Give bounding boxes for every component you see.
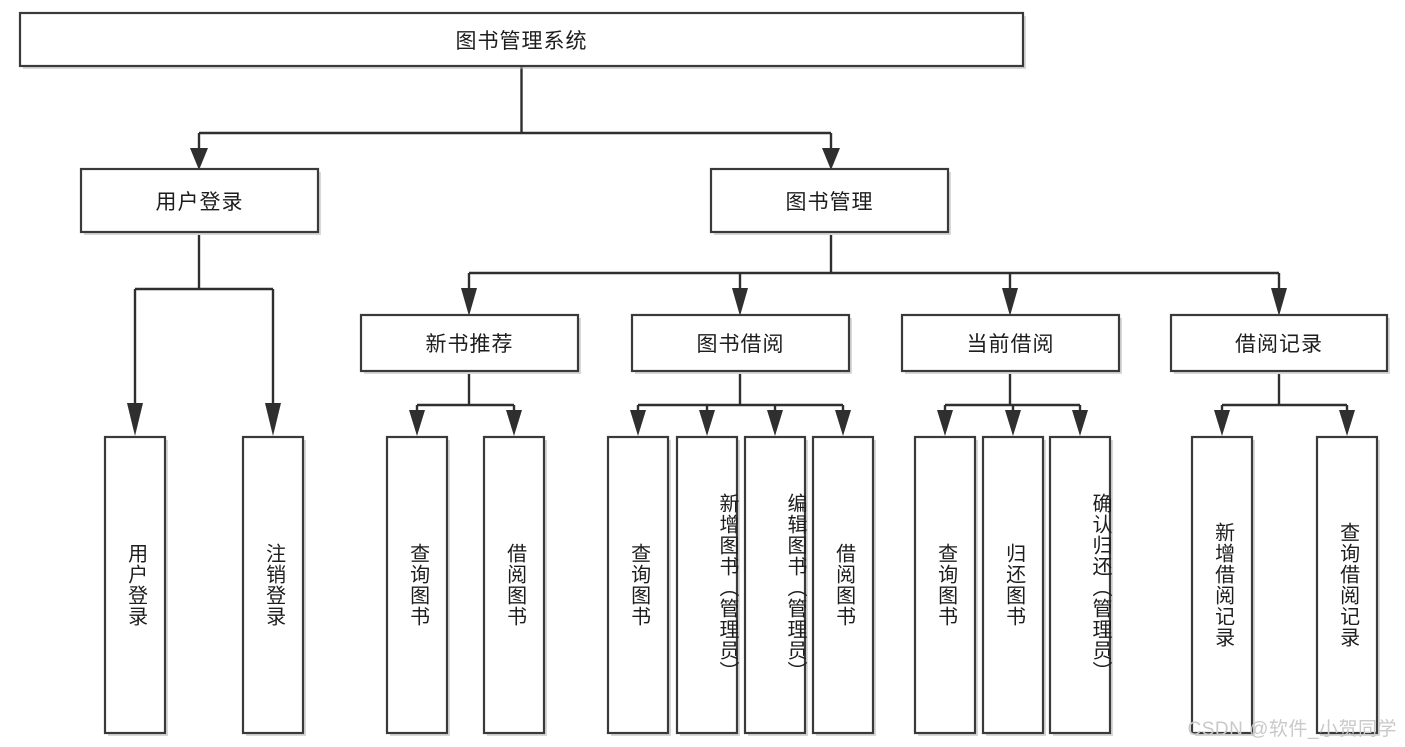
leaf-user-login-1-box[interactable]	[103, 435, 167, 735]
node-borrow-record-box[interactable]	[1169, 313, 1389, 373]
leaf-new-book-2-box[interactable]	[482, 435, 546, 735]
arrowhead-bookborrow-leaf-2	[699, 410, 715, 436]
arrowhead-currentborrow-leaf-1	[937, 410, 953, 436]
connector-layer	[127, 67, 1355, 436]
arrowhead-borrowrecord-leaf-1	[1214, 410, 1230, 436]
leaf-current-borrow-2-box[interactable]	[981, 435, 1045, 735]
leaf-borrow-record-1-box[interactable]	[1190, 435, 1254, 735]
leaf-borrow-record-2-box[interactable]	[1315, 435, 1379, 735]
arrowhead-leaf-logout	[265, 403, 281, 436]
node-current-borrow-box[interactable]	[900, 313, 1121, 373]
arrowhead-borrowrecord	[1271, 288, 1287, 316]
leaf-book-borrow-1-box[interactable]	[606, 435, 670, 735]
node-book-borrow-box[interactable]	[630, 313, 851, 373]
watermark-text: CSDN @软件_小贺同学	[1187, 719, 1397, 740]
leaf-book-borrow-4-box[interactable]	[811, 435, 875, 735]
arrowhead-bookmgmt	[822, 148, 840, 170]
leaf-book-borrow-3-box[interactable]	[743, 435, 807, 735]
arrowhead-newbook	[461, 288, 477, 316]
leaf-user-login-2-box[interactable]	[241, 435, 305, 735]
node-book-management-box[interactable]	[709, 167, 950, 234]
node-layer	[18, 11, 1390, 736]
leaf-current-borrow-1-box[interactable]	[913, 435, 977, 735]
arrowhead-leaf-user-login	[127, 403, 143, 436]
arrowhead-newbook-leaf-1	[409, 410, 425, 436]
node-user-login-box[interactable]	[79, 167, 320, 234]
leaf-book-borrow-2-box[interactable]	[675, 435, 739, 735]
arrowhead-currentborrow-leaf-3	[1072, 410, 1088, 436]
leaf-new-book-1-box[interactable]	[385, 435, 449, 735]
arrowhead-borrowrecord-leaf-2	[1339, 410, 1355, 436]
arrowhead-bookborrow-leaf-1	[630, 410, 646, 436]
arrowhead-currentborrow-leaf-2	[1005, 410, 1021, 436]
arrowhead-currentborrow	[1002, 288, 1018, 316]
arrowhead-bookborrow-leaf-4	[835, 410, 851, 436]
node-new-book-recommend-box[interactable]	[359, 313, 580, 373]
arrowhead-bookborrow-leaf-3	[767, 410, 783, 436]
root-node-box[interactable]	[18, 11, 1025, 68]
arrowhead-userlogin	[190, 148, 208, 170]
arrowhead-newbook-leaf-2	[506, 410, 522, 436]
leaf-current-borrow-3-box[interactable]	[1048, 435, 1112, 735]
arrowhead-bookborrow	[732, 288, 748, 316]
